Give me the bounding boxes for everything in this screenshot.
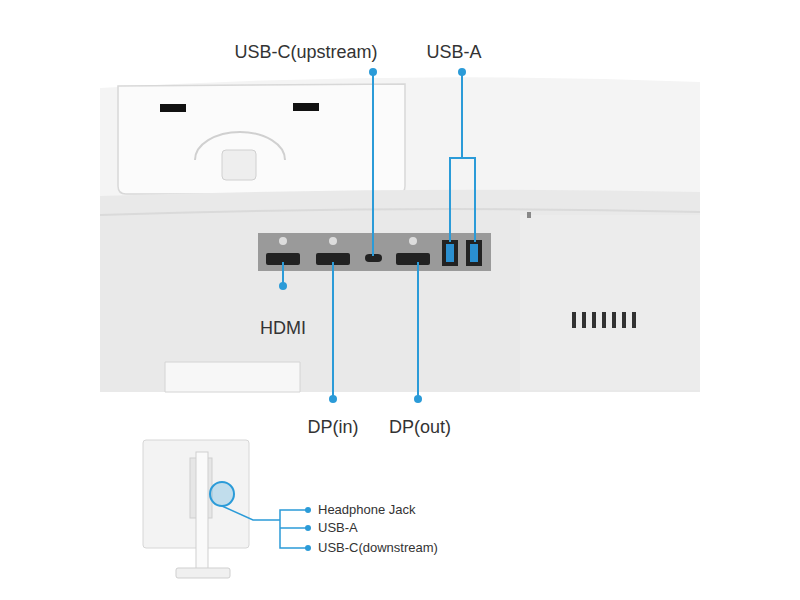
mount-plate: [118, 84, 405, 194]
inset-base: [176, 568, 230, 578]
vent: [572, 312, 636, 328]
highlight-circle: [210, 482, 234, 506]
port-label: USB-C(upstream): [234, 43, 377, 61]
mount-slot: [160, 104, 186, 112]
stand-neck: [165, 362, 300, 392]
usba-port: [470, 244, 478, 262]
inset-stand: [196, 452, 208, 570]
port-label: Headphone Jack: [318, 503, 416, 516]
port-label: USB-A: [426, 43, 481, 61]
port-panel: [258, 233, 491, 271]
port-label: DP(out): [389, 418, 451, 436]
port-label: HDMI: [260, 319, 306, 337]
monitor-rear-lower: [100, 190, 700, 392]
leader-dot: [305, 507, 311, 551]
usba-port: [442, 240, 458, 266]
rear-panel: [520, 215, 700, 390]
leader-line: [283, 72, 475, 398]
port-label: USB-A: [318, 521, 358, 534]
screw: [329, 237, 337, 245]
port-label: DP(in): [307, 418, 358, 436]
leader-dot: [279, 68, 466, 403]
indicator: [527, 212, 531, 218]
rear-edge: [100, 209, 700, 215]
port-label: USB-C(downstream): [318, 541, 438, 554]
usba-port: [466, 240, 482, 266]
mount-hub: [222, 150, 256, 180]
mount-slot: [293, 103, 319, 111]
monitor-rear: [100, 77, 700, 200]
screw: [409, 237, 417, 245]
leader-line: [222, 506, 308, 548]
screw: [279, 237, 287, 245]
usba-port: [446, 244, 454, 262]
dp-port: [396, 253, 430, 265]
